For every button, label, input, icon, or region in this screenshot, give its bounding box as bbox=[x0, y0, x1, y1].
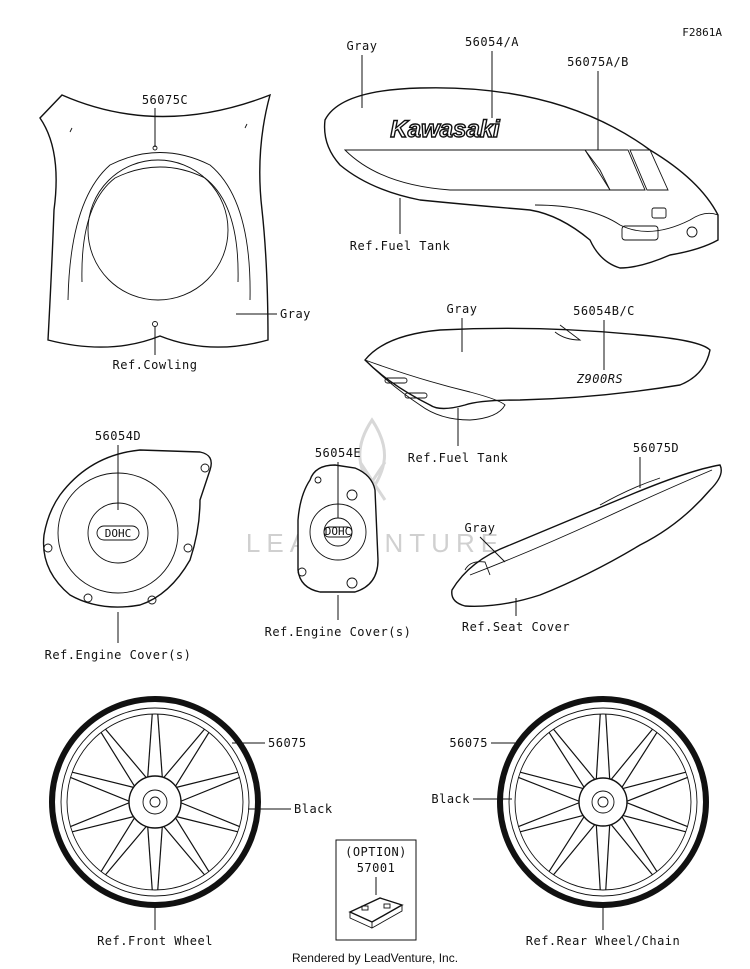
fuel-tank-top-ref-label: Ref.Fuel Tank bbox=[350, 239, 451, 253]
wheel-spoke bbox=[178, 801, 240, 828]
wheel-spoke bbox=[72, 771, 136, 789]
fuel-tank-side-part-number: 56054B/C bbox=[573, 304, 635, 318]
wheel-spoke bbox=[70, 801, 132, 828]
wheel-spoke bbox=[157, 714, 164, 780]
engine-cover-small-part-number: 56054E bbox=[315, 446, 361, 460]
wheel-spoke bbox=[100, 815, 137, 872]
wheel-spoke bbox=[157, 824, 164, 890]
front-wheel-group: 56075 Black Ref.Front Wheel bbox=[49, 696, 333, 948]
wheel-spoke bbox=[553, 822, 597, 876]
wheel-spoke bbox=[553, 728, 597, 782]
wheel-spoke bbox=[605, 822, 611, 890]
wheel-spoke bbox=[520, 814, 586, 833]
option-title: (OPTION) bbox=[345, 845, 407, 859]
engine-cover-small-group: DOHC 56054E Ref.Engine Cover(s) bbox=[265, 446, 412, 639]
wheel-spoke bbox=[161, 728, 205, 780]
wheel-spoke bbox=[548, 732, 586, 790]
cowling-part-number: 56075C bbox=[142, 93, 188, 107]
cowling-shape bbox=[39, 93, 272, 348]
front-wheel-color-label: Black bbox=[294, 802, 333, 816]
wheel-spoke bbox=[624, 801, 688, 828]
wheel-spoke bbox=[70, 776, 132, 803]
engine-cover-small-ref-label: Ref.Engine Cover(s) bbox=[265, 625, 412, 639]
wheel-spoke bbox=[620, 814, 686, 833]
wheel-spoke bbox=[595, 714, 601, 782]
fuel-tank-top-shape bbox=[323, 87, 719, 269]
wheel-spoke bbox=[609, 728, 653, 782]
engine-cover-small-shape bbox=[297, 464, 379, 593]
wheel-spoke bbox=[518, 776, 582, 803]
rear-wheel-group: 56075 Black Ref.Rear Wheel/Chain bbox=[431, 696, 709, 948]
engine-cover-left-badge: DOHC bbox=[105, 527, 132, 540]
option-tool-icon bbox=[348, 897, 404, 929]
wheel-spoke bbox=[620, 732, 658, 790]
figure-code: F2861A bbox=[682, 26, 722, 39]
wheel-spoke bbox=[520, 771, 586, 790]
footer-credit: Rendered by LeadVenture, Inc. bbox=[292, 951, 458, 965]
wheel-spoke bbox=[105, 728, 149, 780]
front-wheel-ref-label: Ref.Front Wheel bbox=[97, 934, 213, 948]
rear-wheel-ref-label: Ref.Rear Wheel/Chain bbox=[526, 934, 681, 948]
rear-wheel-shape bbox=[497, 696, 709, 908]
cowling-color-label: Gray bbox=[280, 307, 311, 321]
wheel-spoke bbox=[609, 822, 653, 876]
fuel-tank-stripe-part-number: 56075A/B bbox=[567, 55, 629, 69]
wheel-spoke bbox=[174, 815, 238, 833]
option-part-number: 57001 bbox=[357, 861, 396, 875]
fuel-tank-top-group: Kawasaki Gray 56054/A 56075A/B Ref.Fuel … bbox=[323, 35, 719, 269]
wheel-spoke bbox=[173, 732, 210, 789]
cowling-group: 56075C Gray Ref.Cowling bbox=[39, 93, 311, 372]
fuel-tank-side-shape bbox=[364, 327, 711, 410]
seat-cover-color-label: Gray bbox=[465, 521, 496, 535]
seat-cover-ref-label: Ref.Seat Cover bbox=[462, 620, 570, 634]
fuel-tank-top-color-label: Gray bbox=[347, 39, 378, 53]
wheel-spoke bbox=[178, 776, 240, 803]
front-wheel-part-number: 56075 bbox=[268, 736, 307, 750]
wheel-spoke bbox=[105, 824, 149, 876]
wheel-spoke bbox=[161, 824, 205, 876]
wheel-spoke bbox=[174, 771, 238, 789]
wheel-spoke bbox=[518, 801, 582, 828]
fuel-tank-side-badge: Z900RS bbox=[576, 372, 623, 386]
fuel-tank-brand-logo: Kawasaki bbox=[390, 116, 501, 143]
fuel-tank-top-part-number: 56054/A bbox=[465, 35, 519, 49]
engine-cover-small-badge: DOHC bbox=[325, 525, 352, 538]
front-wheel-shape bbox=[49, 696, 261, 908]
seat-cover-part-number: 56075D bbox=[633, 441, 679, 455]
fuel-tank-side-group: Z900RS Gray 56054B/C Ref.Fuel Tank bbox=[364, 302, 711, 465]
wheel-spoke bbox=[146, 714, 153, 780]
engine-cover-left-ref-label: Ref.Engine Cover(s) bbox=[45, 648, 192, 662]
cowling-ref-label: Ref.Cowling bbox=[113, 358, 198, 372]
wheel-spoke bbox=[100, 732, 137, 789]
wheel-spoke bbox=[72, 815, 136, 833]
wheel-spoke bbox=[173, 815, 210, 872]
seat-cover-shape bbox=[451, 464, 722, 607]
seat-cover-group: 56075D Gray Ref.Seat Cover bbox=[451, 441, 722, 634]
engine-cover-left-part-number: 56054D bbox=[95, 429, 141, 443]
wheel-spoke bbox=[620, 814, 658, 872]
wheel-spoke bbox=[595, 822, 601, 890]
wheel-spoke bbox=[146, 824, 153, 890]
engine-cover-left-group: DOHC 56054D Ref.Engine Cover(s) bbox=[42, 429, 212, 662]
option-box: (OPTION) 57001 bbox=[335, 839, 417, 941]
rear-wheel-part-number: 56075 bbox=[449, 736, 488, 750]
fuel-tank-side-ref-label: Ref.Fuel Tank bbox=[408, 451, 509, 465]
wheel-spoke bbox=[605, 714, 611, 782]
fuel-tank-side-color-label: Gray bbox=[447, 302, 478, 316]
wheel-spoke bbox=[548, 814, 586, 872]
wheel-spoke bbox=[620, 771, 686, 790]
rear-wheel-color-label: Black bbox=[431, 792, 470, 806]
wheel-spoke bbox=[624, 776, 688, 803]
